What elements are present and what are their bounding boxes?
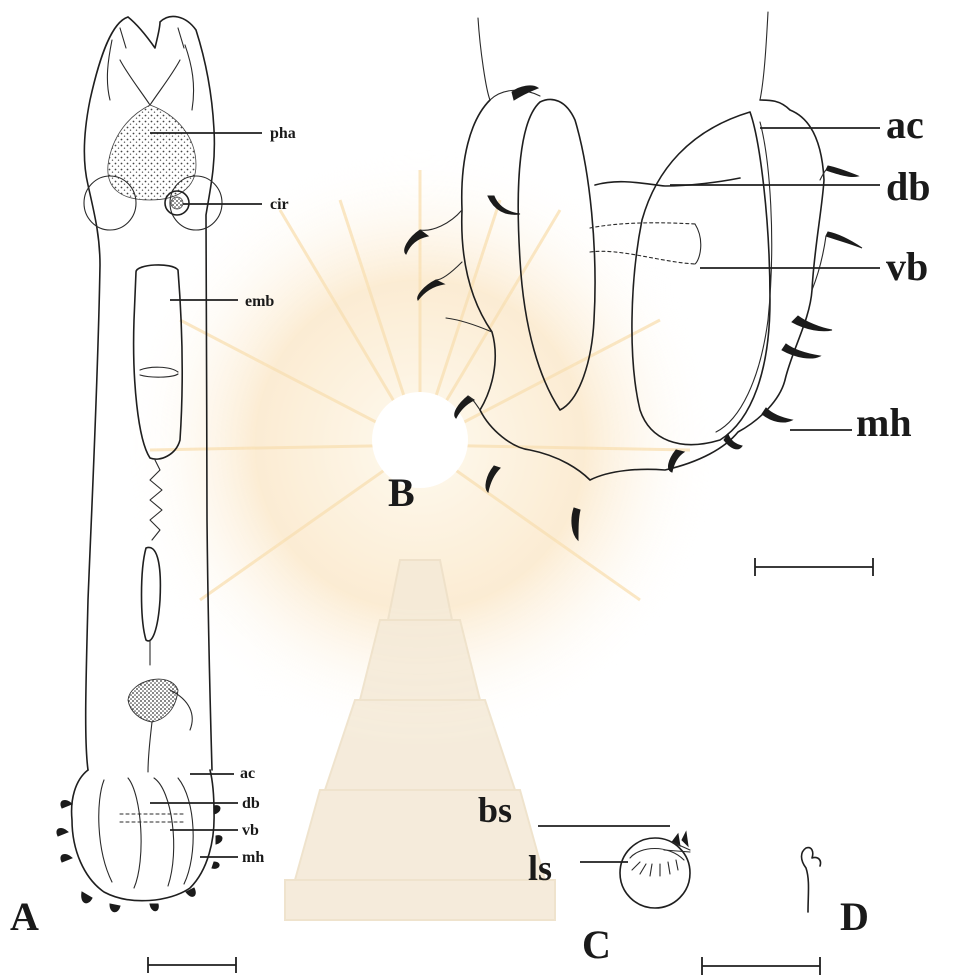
label-c-ls: ls bbox=[528, 848, 552, 888]
label-b-mh: mh bbox=[856, 400, 912, 445]
label-a-cir: cir bbox=[270, 196, 289, 213]
pharynx bbox=[108, 105, 196, 200]
ovary bbox=[128, 679, 178, 722]
label-a-emb: emb bbox=[245, 293, 274, 310]
panel-label-a: A bbox=[10, 894, 39, 939]
label-b-ac: ac bbox=[886, 102, 924, 147]
panel-label-b: B bbox=[388, 470, 415, 515]
label-a-mh: mh bbox=[242, 849, 264, 866]
panel-d-drawing bbox=[802, 848, 821, 912]
scale-bar-b bbox=[755, 558, 873, 576]
panel-a-haptor bbox=[57, 770, 222, 912]
label-c-bs: bs bbox=[478, 790, 512, 830]
label-b-vb: vb bbox=[886, 244, 928, 289]
label-b-db: db bbox=[886, 164, 931, 209]
label-a-pha: pha bbox=[270, 125, 296, 142]
scale-bar-c bbox=[702, 957, 820, 975]
scale-bar-a bbox=[148, 957, 236, 973]
panel-label-d: D bbox=[840, 894, 869, 939]
label-a-vb: vb bbox=[242, 822, 259, 839]
label-a-db: db bbox=[242, 795, 260, 812]
panel-label-c: C bbox=[582, 922, 611, 967]
panel-c-drawing bbox=[620, 832, 690, 908]
label-a-ac: ac bbox=[240, 765, 255, 782]
